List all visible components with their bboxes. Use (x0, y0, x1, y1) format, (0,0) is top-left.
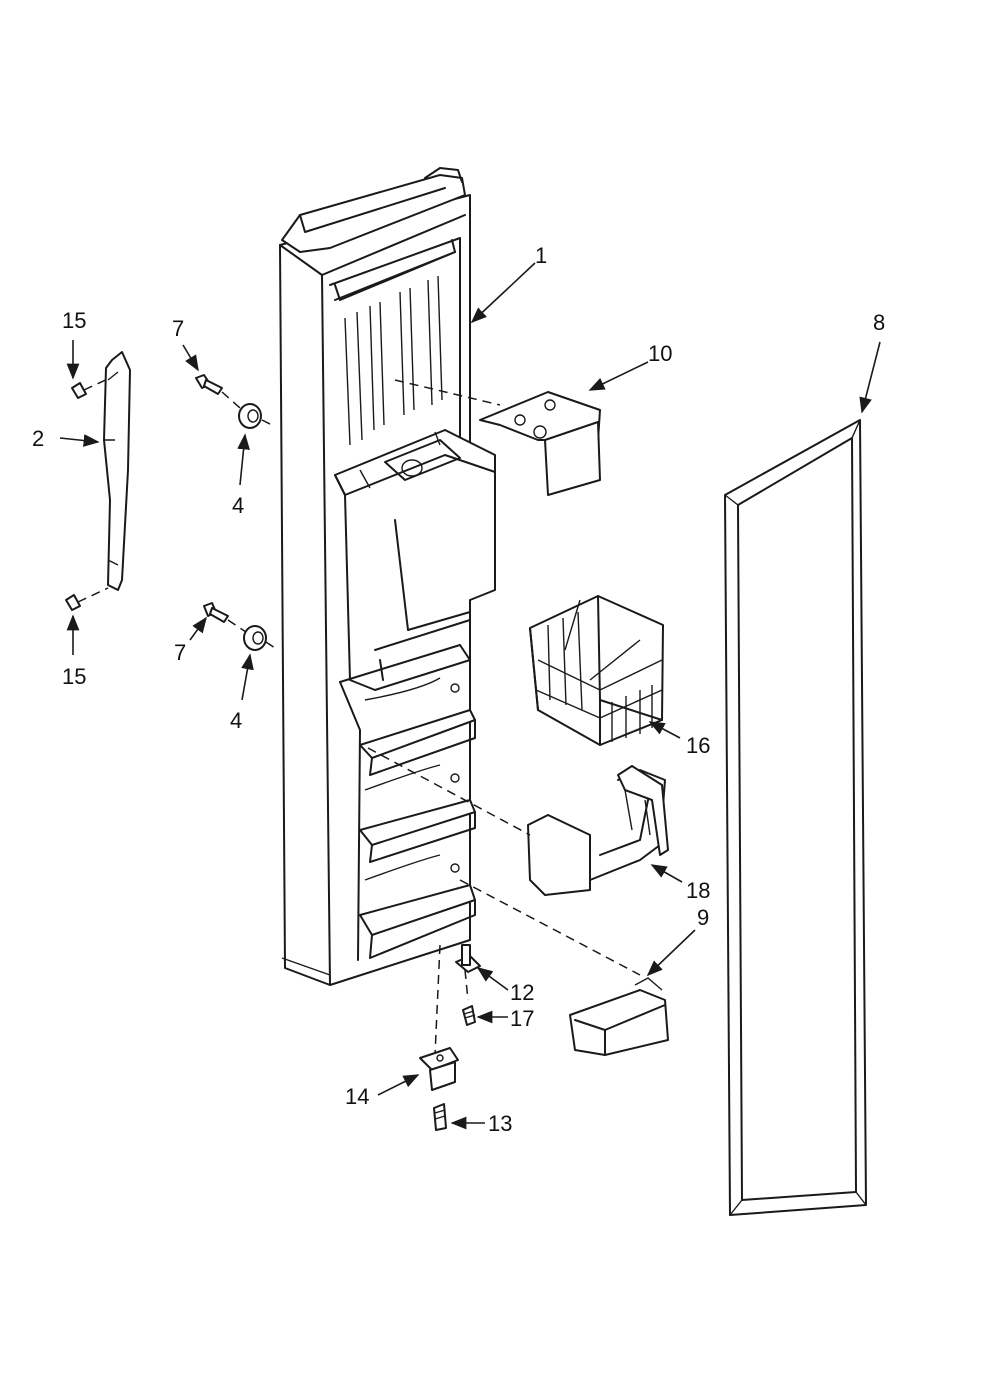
wire-basket-part-16 (529, 595, 664, 746)
callout-7-bottom: 7 (174, 640, 187, 665)
callout-18: 18 (686, 878, 711, 903)
gasket-part-8 (724, 419, 867, 1216)
screw-part-17 (462, 1005, 476, 1026)
hinge-bracket-part-14 (419, 1047, 459, 1091)
plate-part-10 (394, 379, 601, 496)
callout-8: 8 (873, 310, 886, 335)
callout-4-top: 4 (232, 493, 245, 518)
callout-16: 16 (686, 733, 711, 758)
callout-12: 12 (510, 980, 535, 1005)
callout-4-bottom: 4 (230, 708, 243, 733)
screw-part-13 (433, 1103, 447, 1131)
screw-part-7-top (195, 374, 223, 395)
door-panel-part-1 (279, 167, 496, 986)
callout-10: 10 (648, 341, 673, 366)
spacer-part-4-top (238, 403, 262, 429)
callout-15-bottom: 15 (62, 664, 87, 689)
callout-2: 2 (32, 426, 45, 451)
screw-part-15-bottom (65, 594, 81, 611)
spacer-part-4-bottom (243, 625, 267, 651)
callout-14: 14 (345, 1084, 370, 1109)
screw-part-15-top (71, 382, 87, 399)
callout-13: 13 (488, 1111, 513, 1136)
hinge-pin-part-12 (455, 944, 481, 973)
callout-17: 17 (510, 1006, 535, 1031)
bucket-part-18 (527, 765, 669, 896)
callout-1: 1 (535, 243, 548, 268)
callout-7-top: 7 (172, 316, 185, 341)
callout-9: 9 (697, 905, 710, 930)
callout-15-top: 15 (62, 308, 87, 333)
leader-arrows (59, 262, 881, 1130)
door-bin-part-9 (569, 977, 669, 1056)
screw-part-7-bottom (203, 602, 229, 623)
handle-part-2 (103, 351, 131, 591)
